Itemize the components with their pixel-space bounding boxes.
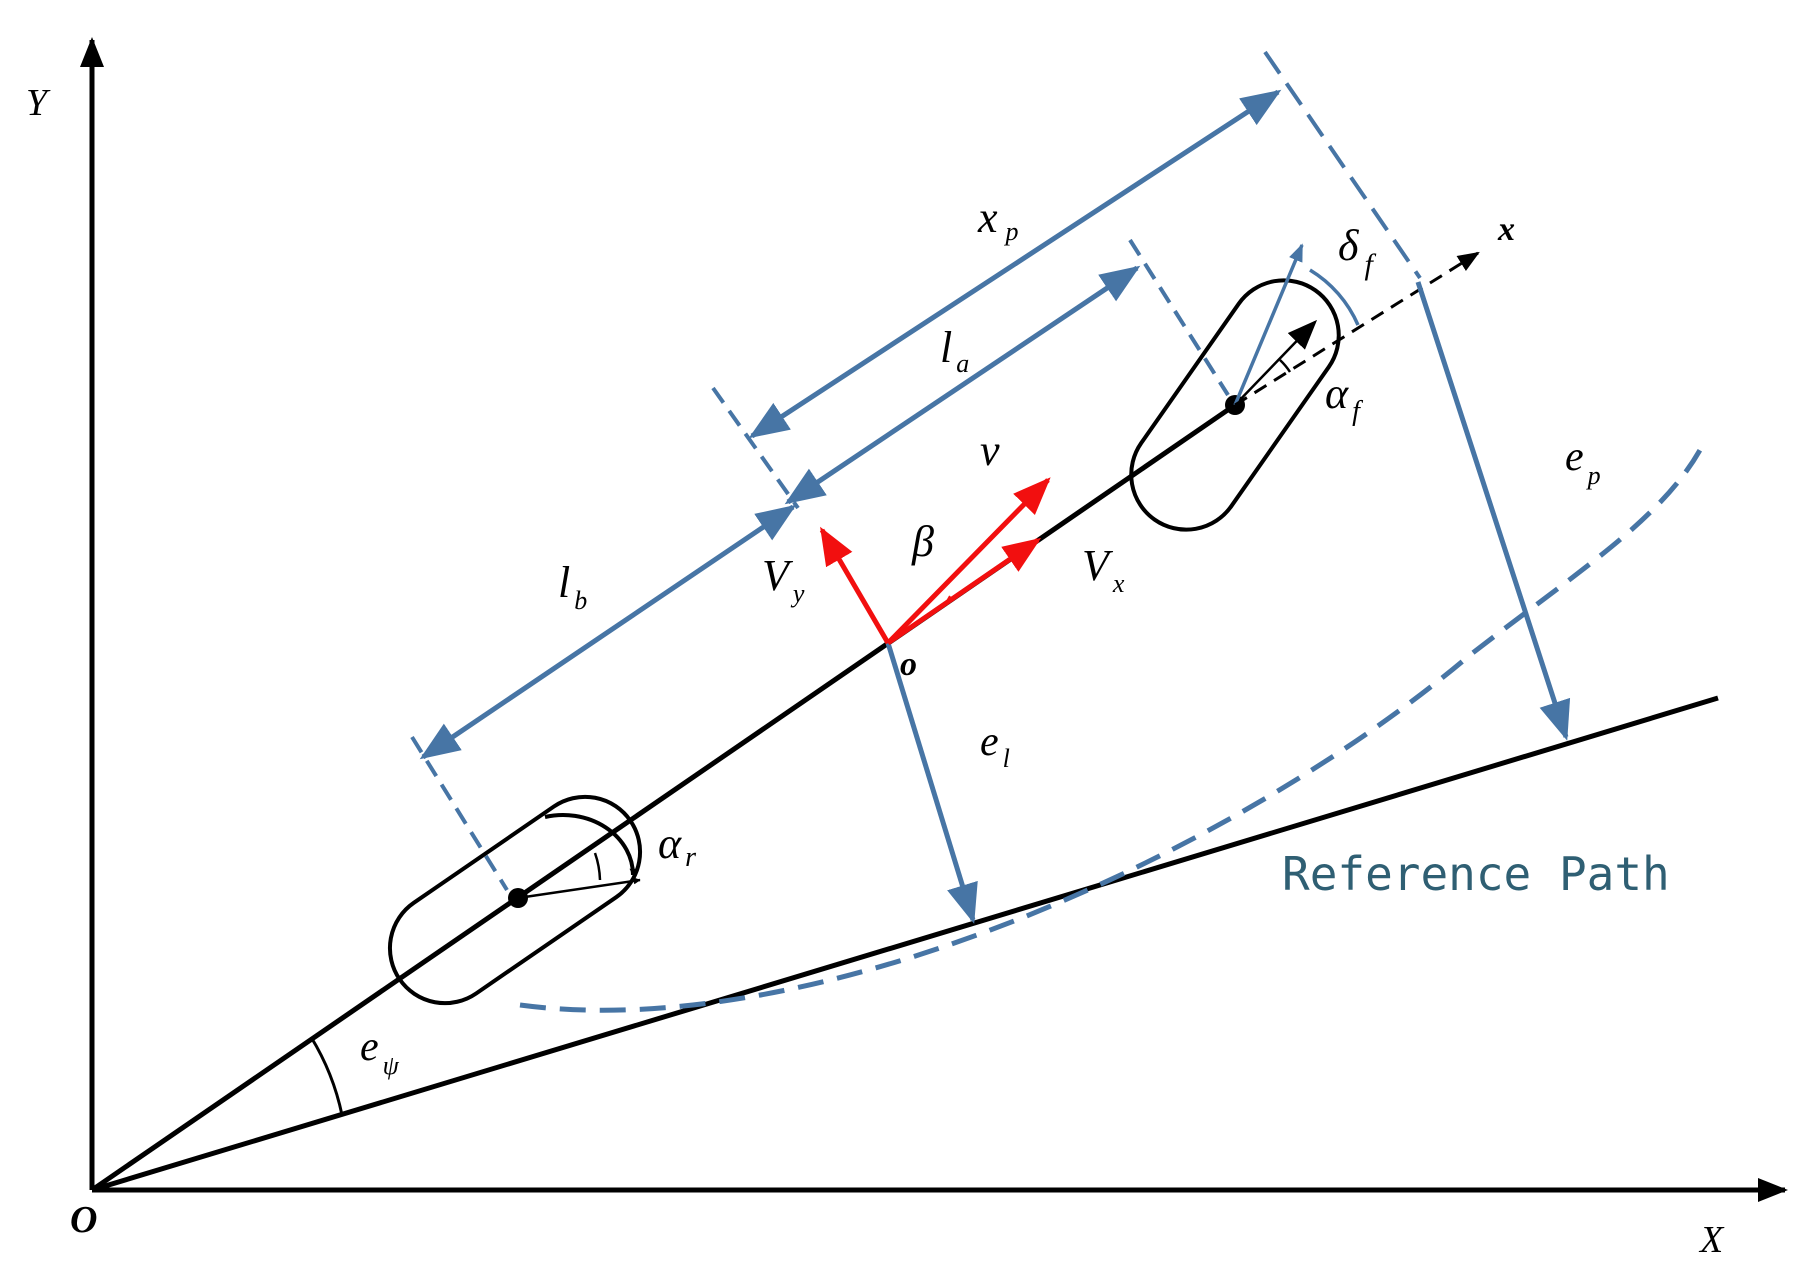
rear-wheel [387, 794, 643, 1006]
body-x-label: x [1497, 211, 1515, 248]
beta-label: β [911, 517, 934, 566]
vy-velocity-arrow [819, 526, 891, 645]
alpha-r-arc [593, 852, 602, 881]
origin-label: O [70, 1199, 97, 1241]
rear-wheel-rotation-arc [544, 813, 637, 876]
reference-path-label: Reference Path [1282, 847, 1670, 901]
la-dimension-arrow [784, 265, 1141, 505]
dashed-ext-front [1128, 238, 1230, 397]
delta-f-arc [1309, 268, 1360, 326]
e-psi-arc [309, 1036, 344, 1116]
curved-reference-path [519, 448, 1703, 1013]
dashed-ext-cg [711, 386, 800, 510]
alpha-f-arc [1279, 359, 1292, 373]
rear-wheel-velocity-line [517, 877, 641, 900]
vehicle-axis-line [90, 402, 1237, 1193]
dashed-ext-preview [1263, 50, 1422, 280]
front-wheel-heading-arrow [1233, 243, 1304, 406]
lb-dimension-arrow [419, 504, 797, 760]
body-x-axis-dashed [1234, 251, 1480, 407]
axis-y-label: Y [26, 82, 51, 124]
beta-arc [944, 595, 951, 605]
xp-dimension-arrow [748, 89, 1282, 439]
v-label: v [980, 426, 1000, 475]
point-o-label: o [900, 646, 917, 683]
v-velocity-arrow [886, 477, 1051, 645]
ep-error-arrow [1415, 281, 1571, 741]
vx-velocity-arrow [886, 537, 1042, 646]
axis-x-label: X [1698, 1219, 1725, 1261]
dashed-ext-rear [410, 735, 509, 892]
reference-path-line [91, 695, 1719, 1193]
el-error-arrow [885, 642, 978, 924]
